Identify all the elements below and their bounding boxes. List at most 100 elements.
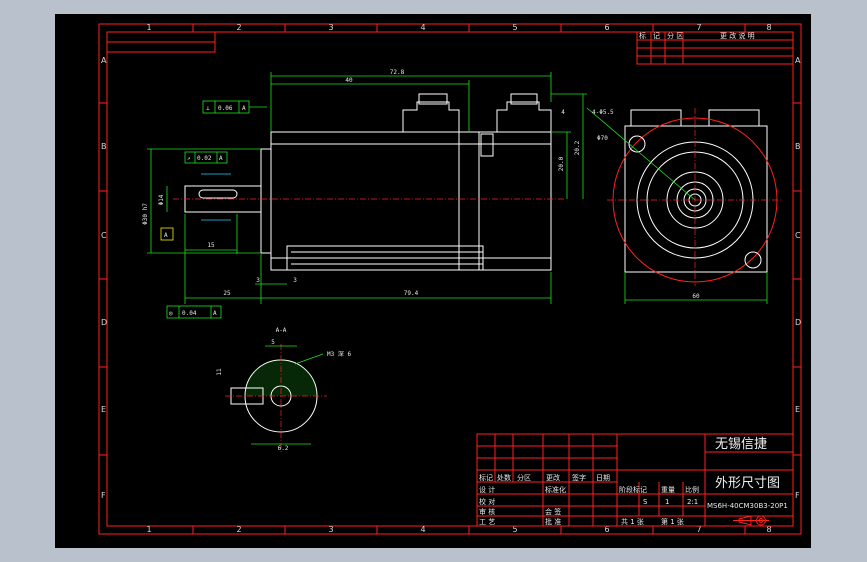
gdt-perp-datum: A <box>242 105 246 112</box>
drawing-sheet: 1 2 3 4 5 6 7 8 1 2 3 4 5 6 7 8 A B C D … <box>55 14 811 548</box>
zone-col-4-top: 4 <box>420 23 425 32</box>
zone-row-d-right: D <box>795 318 801 327</box>
projection-symbol-icon <box>733 515 769 526</box>
dim-shaft-length: 25 <box>223 290 231 297</box>
gdt-conc-datum: A <box>213 310 217 317</box>
zone-col-6-bottom: 6 <box>604 525 609 534</box>
zone-col-7-bottom: 7 <box>696 525 701 534</box>
motor-flange <box>260 148 272 254</box>
dim-section-width: 6.2 <box>278 445 289 452</box>
zone-col-8-bottom: 8 <box>766 525 771 534</box>
zone-col-3-top: 3 <box>328 23 333 32</box>
gdt-conc-symbol: ◎ <box>169 310 173 317</box>
zone-col-4-bottom: 4 <box>420 525 425 534</box>
title-block <box>476 433 794 527</box>
dim-shaft-dia: Φ30 h7 <box>142 203 149 225</box>
tb-header-mark: 标记 <box>479 473 493 482</box>
revision-table: 标 记 分 区 更 改 说 明 <box>636 31 794 65</box>
zone-row-b-right: B <box>795 142 801 151</box>
datum-box-label: A <box>164 232 168 239</box>
motor-front-view <box>586 107 783 304</box>
encoder-housing <box>271 101 552 133</box>
zone-col-2-bottom: 2 <box>236 525 241 534</box>
zone-col-5-top: 5 <box>512 23 517 32</box>
tb-sheet-index: 第 1 张 <box>661 517 684 526</box>
dim-shaft-key: 15 <box>207 242 215 249</box>
zone-col-6-top: 6 <box>604 23 609 32</box>
datum-box: A <box>160 227 174 241</box>
zone-row-a-left: A <box>101 56 107 65</box>
tb-scale-value: 2:1 <box>687 498 698 506</box>
gdt-runout-value: 0.02 <box>197 155 212 162</box>
tb-weight-label: 重量 <box>661 486 675 494</box>
tb-stage-value: S <box>643 498 648 506</box>
front-flange-square <box>624 125 768 273</box>
zone-col-2-top: 2 <box>236 23 241 32</box>
section-label: A-A <box>276 327 287 334</box>
zone-col-7-top: 7 <box>696 23 701 32</box>
gdt-concentricity: ◎ 0.04 A <box>166 305 222 319</box>
dim-flange-hole: 4-Φ5.5 <box>592 109 614 116</box>
tb-standardization: 标准化 <box>545 485 566 494</box>
tb-header-count: 处数 <box>497 473 511 482</box>
zone-row-f-right: F <box>795 491 800 500</box>
zone-row-d-left: D <box>101 318 107 327</box>
motor-body <box>270 131 552 271</box>
zone-row-a-right: A <box>795 56 801 65</box>
zone-row-c-left: C <box>101 231 107 240</box>
rev-header-description: 更 改 说 明 <box>720 31 755 40</box>
motor-side-view <box>173 93 565 271</box>
gdt-runout: ↗ 0.02 A <box>184 151 228 164</box>
tb-role-check: 校 对 <box>479 497 495 506</box>
gdt-perpendicularity: ⊥ 0.06 A <box>202 100 267 114</box>
tb-role-review: 审 核 <box>479 507 495 516</box>
tb-role-process: 工 艺 <box>479 518 495 526</box>
dim-h1: 20.0 <box>558 156 565 171</box>
dim-section-h: 11 <box>216 368 223 376</box>
tb-stage-label: 阶段标记 <box>619 485 647 494</box>
gdt-conc-value: 0.04 <box>182 310 197 317</box>
shaft-keyway <box>198 189 238 199</box>
tb-countersign: 会 签 <box>545 507 561 516</box>
zone-row-f-left: F <box>101 491 106 500</box>
dim-h3: 4 <box>561 109 565 116</box>
dim-body-length: 79.4 <box>404 290 419 297</box>
gdt-runout-symbol: ↗ <box>187 155 191 162</box>
dim-pcd: Φ70 <box>597 135 608 142</box>
dim-flange-width: 60 <box>692 293 700 300</box>
dim-overall-top: 72.8 <box>390 69 405 76</box>
drawing-code-box <box>106 31 216 53</box>
dim-small-dia: Φ14 <box>158 194 165 205</box>
outer-frame <box>98 23 802 535</box>
mount-hole-br <box>744 251 762 269</box>
gdt-runout-datum: A <box>219 155 223 162</box>
cad-drawing: 1 2 3 4 5 6 7 8 1 2 3 4 5 6 7 8 A B C D … <box>98 23 802 535</box>
tb-sheet-total: 共 1 张 <box>621 517 644 526</box>
tb-header-sign: 签字 <box>572 473 586 482</box>
mount-hole-tl <box>628 135 646 153</box>
tb-part-number: MS6H-40CM30B3-20P1 <box>707 502 788 510</box>
gdt-perp-symbol: ⊥ <box>206 105 210 112</box>
zone-row-e-right: E <box>795 405 800 414</box>
power-connector <box>418 93 448 105</box>
tb-scale-label: 比例 <box>685 485 699 494</box>
dim-small-b: 3 <box>293 277 297 284</box>
section-a-a <box>225 344 327 454</box>
inner-frame <box>106 31 794 527</box>
zone-row-b-left: B <box>101 142 107 151</box>
zone-col-1-top: 1 <box>146 23 151 32</box>
dimension-lines <box>147 72 587 304</box>
dim-section-depth: M3 深 6 <box>327 350 351 358</box>
tb-header-date: 日期 <box>596 474 610 482</box>
encoder-connector <box>510 93 538 105</box>
tb-header-change: 更改 <box>546 473 560 482</box>
rev-header-zone: 分 区 <box>667 31 683 40</box>
dim-h2: 20.2 <box>574 140 581 155</box>
zone-row-e-left: E <box>101 405 106 414</box>
zone-col-1-bottom: 1 <box>146 525 151 534</box>
tb-header-zone: 分区 <box>517 473 531 482</box>
dim-section-key: 5 <box>271 339 275 346</box>
tb-drawing-title: 外形尺寸图 <box>715 476 780 491</box>
zone-col-3-bottom: 3 <box>328 525 333 534</box>
zone-row-c-right: C <box>795 231 801 240</box>
